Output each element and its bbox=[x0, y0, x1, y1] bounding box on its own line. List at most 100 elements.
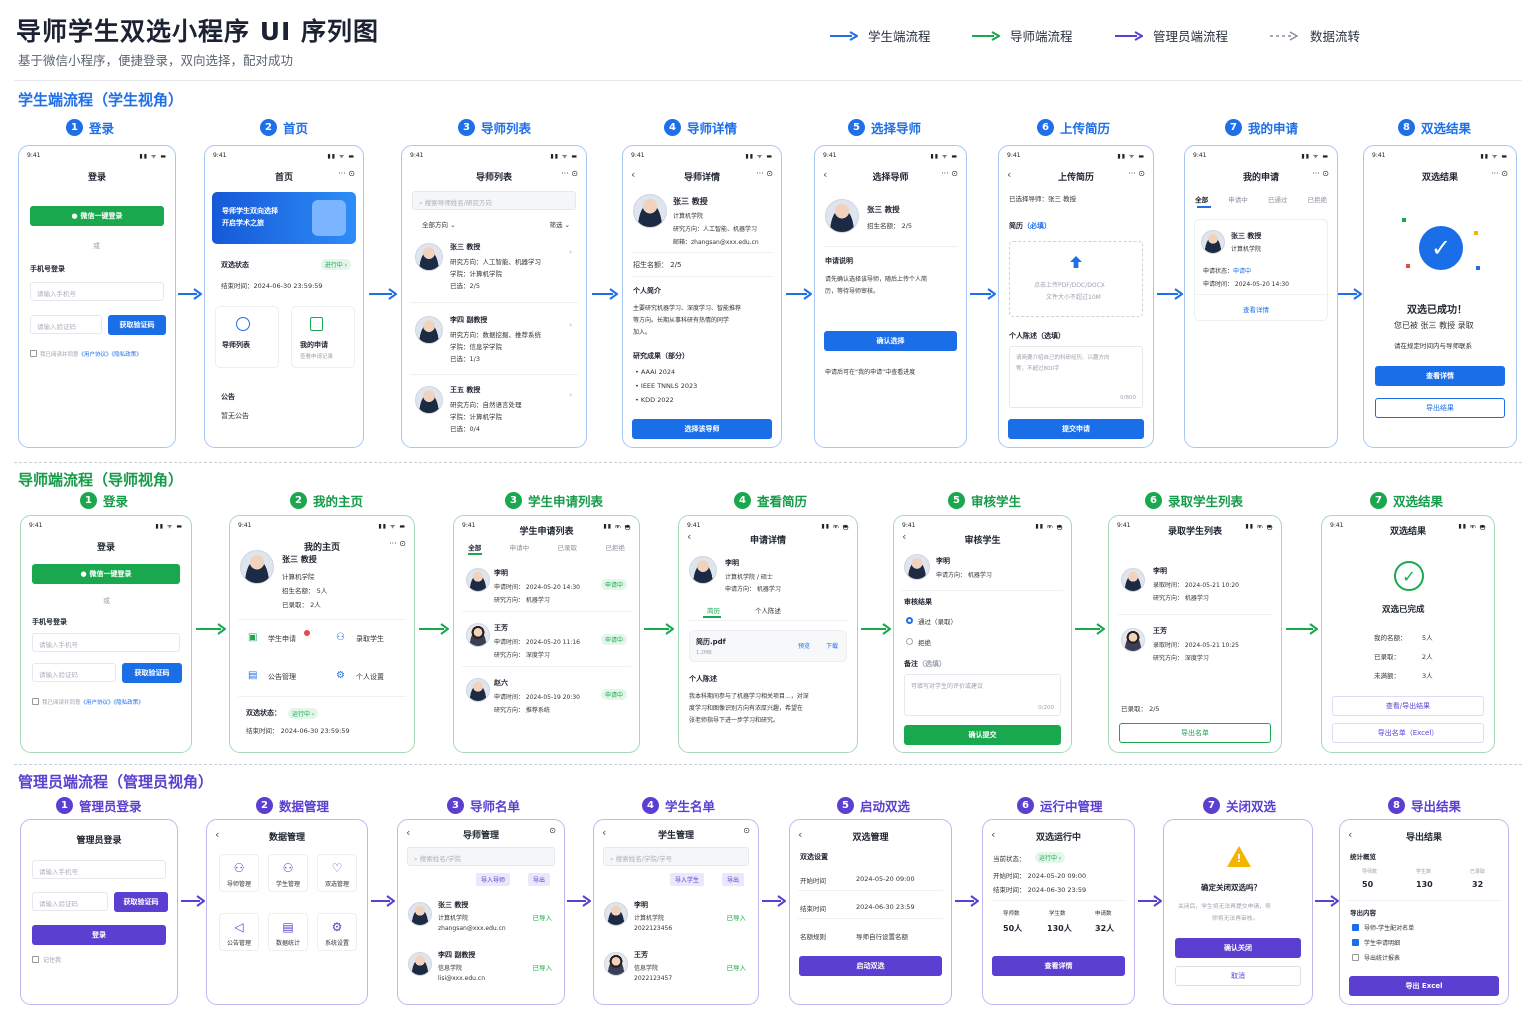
import-student-button[interactable]: 导入学生 bbox=[670, 873, 705, 886]
avatar bbox=[633, 194, 667, 228]
view-detail-link[interactable]: 查看详情 bbox=[1243, 306, 1269, 314]
search-input[interactable]: ⌕ 搜索导师姓名/研究方向 bbox=[412, 191, 576, 210]
confirm-submit-button[interactable]: 确认提交 bbox=[904, 725, 1061, 745]
admin-login-button[interactable]: 登录 bbox=[32, 925, 166, 945]
arrow-right-icon bbox=[181, 895, 205, 907]
application-detail-checkbox[interactable] bbox=[1352, 939, 1359, 946]
reject-radio[interactable] bbox=[906, 638, 913, 645]
view-export-button[interactable]: 查看/导出结果 bbox=[1332, 696, 1484, 716]
tile-teacher-list[interactable]: 导师列表 bbox=[215, 306, 279, 368]
search-icon: ⌕ bbox=[414, 855, 420, 863]
phone-input[interactable]: 请输入手机号 bbox=[30, 282, 164, 301]
status-badge: 申请中 bbox=[600, 579, 627, 590]
grid-notice-manage[interactable]: ▤公告管理 bbox=[248, 670, 296, 681]
arrow-right-icon bbox=[786, 288, 812, 300]
tile-student-manage[interactable]: ⚇学生管理 bbox=[268, 854, 308, 892]
export-excel-button[interactable]: 导出 Excel bbox=[1349, 976, 1499, 996]
arrow-right-icon bbox=[369, 288, 397, 300]
application-tabs[interactable]: 全部申请中已通过已拒绝 bbox=[1195, 196, 1327, 204]
export-button[interactable]: 导出 bbox=[528, 873, 551, 886]
remark-textarea[interactable]: 可填写对学生的评价或建议 0/200 bbox=[904, 674, 1061, 716]
pass-radio[interactable] bbox=[906, 617, 913, 624]
statement-textarea[interactable]: 请简要介绍自己的科研经历、兴趣方向 等，不超过800字 0/800 bbox=[1009, 346, 1143, 408]
application-tabs[interactable]: 全部申请中已录取已拒绝 bbox=[468, 544, 625, 552]
section-title-student: 学生端流程（学生视角） bbox=[18, 91, 184, 109]
back-icon[interactable]: ‹ bbox=[631, 168, 636, 181]
code-input[interactable]: 请输入验证码 bbox=[32, 663, 116, 682]
get-code-button[interactable]: 获取验证码 bbox=[108, 315, 166, 335]
export-list-button[interactable]: 导出名单 bbox=[1119, 723, 1271, 743]
banner: 导师学生双向选择 开启学术之旅 bbox=[212, 192, 356, 244]
arrow-right-icon bbox=[371, 895, 395, 907]
search-input[interactable]: ⌕ 搜索姓名/学院 bbox=[407, 847, 555, 866]
phone-admin-login: 管理员登录 请输入手机号 请输入验证码 获取验证码 登录 记住我 bbox=[20, 819, 178, 1005]
direction-filter[interactable]: 全部方向 ⌄ bbox=[422, 221, 456, 229]
tile-teacher-manage[interactable]: ⚇导师管理 bbox=[219, 854, 259, 892]
select-teacher-button[interactable]: 选择该导师 bbox=[632, 419, 772, 439]
phone-student-result: 9:41▮▮ ᯤ ▬ 双选结果 ··· ⊙ ✓ 双选已成功！ 您已被 张三 教授… bbox=[1363, 145, 1517, 448]
tile-selection-manage[interactable]: ♡双选管理 bbox=[317, 854, 357, 892]
remember-checkbox[interactable] bbox=[32, 956, 39, 963]
code-input[interactable]: 请输入验证码 bbox=[30, 315, 102, 334]
cancel-button[interactable]: 取消 bbox=[1175, 966, 1301, 986]
grid-student-applications[interactable]: ▣学生申请 bbox=[248, 630, 318, 646]
phone-input[interactable]: 请输入手机号 bbox=[32, 860, 166, 879]
avatar bbox=[408, 902, 432, 926]
submit-application-button[interactable]: 提交申请 bbox=[1008, 419, 1144, 439]
status-badge: 申请中 bbox=[600, 689, 627, 700]
arrow-right-icon bbox=[1157, 288, 1183, 300]
agree-checkbox[interactable] bbox=[32, 698, 39, 705]
get-code-button[interactable]: 获取验证码 bbox=[122, 663, 182, 683]
upload-area[interactable]: 点击上传PDF/DOC/DOCX 文件大小不超过10M bbox=[1009, 241, 1143, 317]
legend-admin-label: 管理员端流程 bbox=[1153, 29, 1229, 44]
tab-resume[interactable]: 简历 bbox=[707, 607, 720, 615]
export-result-button[interactable]: 导出结果 bbox=[1375, 398, 1505, 418]
phone-admin-student-list: ‹ 学生管理 ⊙ ⌕ 搜索姓名/学院/学号 导入学生 导出 李明 计算机学院 2… bbox=[593, 819, 759, 1005]
tile-notice-manage[interactable]: ◁公告管理 bbox=[219, 913, 259, 951]
avatar bbox=[415, 243, 443, 271]
arrow-right-icon bbox=[644, 623, 674, 635]
import-teacher-button[interactable]: 导入导师 bbox=[476, 873, 511, 886]
capsule-menu[interactable]: ··· ⊙ bbox=[338, 169, 355, 178]
wechat-login-button[interactable]: ●微信一键登录 bbox=[30, 206, 164, 226]
tile-statistics[interactable]: ▤数据统计 bbox=[268, 913, 308, 951]
view-detail-button[interactable]: 查看详情 bbox=[992, 956, 1125, 976]
avatar bbox=[408, 952, 432, 976]
export-excel-button[interactable]: 导出名单（Excel） bbox=[1332, 723, 1484, 743]
tab-statement[interactable]: 个人陈述 bbox=[755, 607, 781, 615]
get-code-button[interactable]: 获取验证码 bbox=[114, 892, 168, 912]
grid-admitted-students[interactable]: ⚇录取学生 bbox=[336, 632, 384, 643]
wechat-login-button[interactable]: ●微信一键登录 bbox=[32, 564, 180, 584]
tile-system-settings[interactable]: ⚙系统设置 bbox=[317, 913, 357, 951]
preview-link[interactable]: 预览 bbox=[798, 643, 811, 650]
tile-my-application[interactable]: 我的申请 查看申请记录 bbox=[291, 306, 355, 368]
code-input[interactable]: 请输入验证码 bbox=[32, 892, 108, 911]
phone-input[interactable]: 请输入手机号 bbox=[32, 633, 180, 652]
export-button[interactable]: 导出 bbox=[722, 873, 745, 886]
confirm-close-button[interactable]: 确认关闭 bbox=[1175, 938, 1301, 958]
user-icon: ⚇ bbox=[336, 632, 345, 643]
view-detail-button[interactable]: 查看详情 bbox=[1375, 366, 1505, 386]
start-selection-button[interactable]: 启动双选 bbox=[799, 956, 942, 976]
download-link[interactable]: 下载 bbox=[826, 643, 839, 650]
section-title-teacher: 导师端流程（导师视角） bbox=[18, 471, 184, 489]
pair-list-checkbox[interactable] bbox=[1352, 924, 1359, 931]
filter-dropdown[interactable]: 筛选 ⌄ bbox=[549, 221, 570, 229]
grid-settings[interactable]: ⚙个人设置 bbox=[336, 670, 384, 681]
phone-upload-resume: 9:41▮▮ ᯤ ▬ ‹ 上传简历 ··· ⊙ 已选择导师：张三 教授 简历（必… bbox=[998, 145, 1154, 448]
search-input[interactable]: ⌕ 搜索姓名/学院/学号 bbox=[603, 847, 749, 866]
application-card[interactable]: 张三 教授 计算机学院 申请状态：申请中 申请时间： 2024-05-20 14… bbox=[1194, 219, 1328, 321]
agree-checkbox[interactable] bbox=[30, 350, 37, 357]
statistics-checkbox[interactable] bbox=[1352, 954, 1359, 961]
status-badge: 运行中 › bbox=[1035, 852, 1066, 863]
confirm-select-button[interactable]: 确认选择 bbox=[824, 331, 957, 351]
